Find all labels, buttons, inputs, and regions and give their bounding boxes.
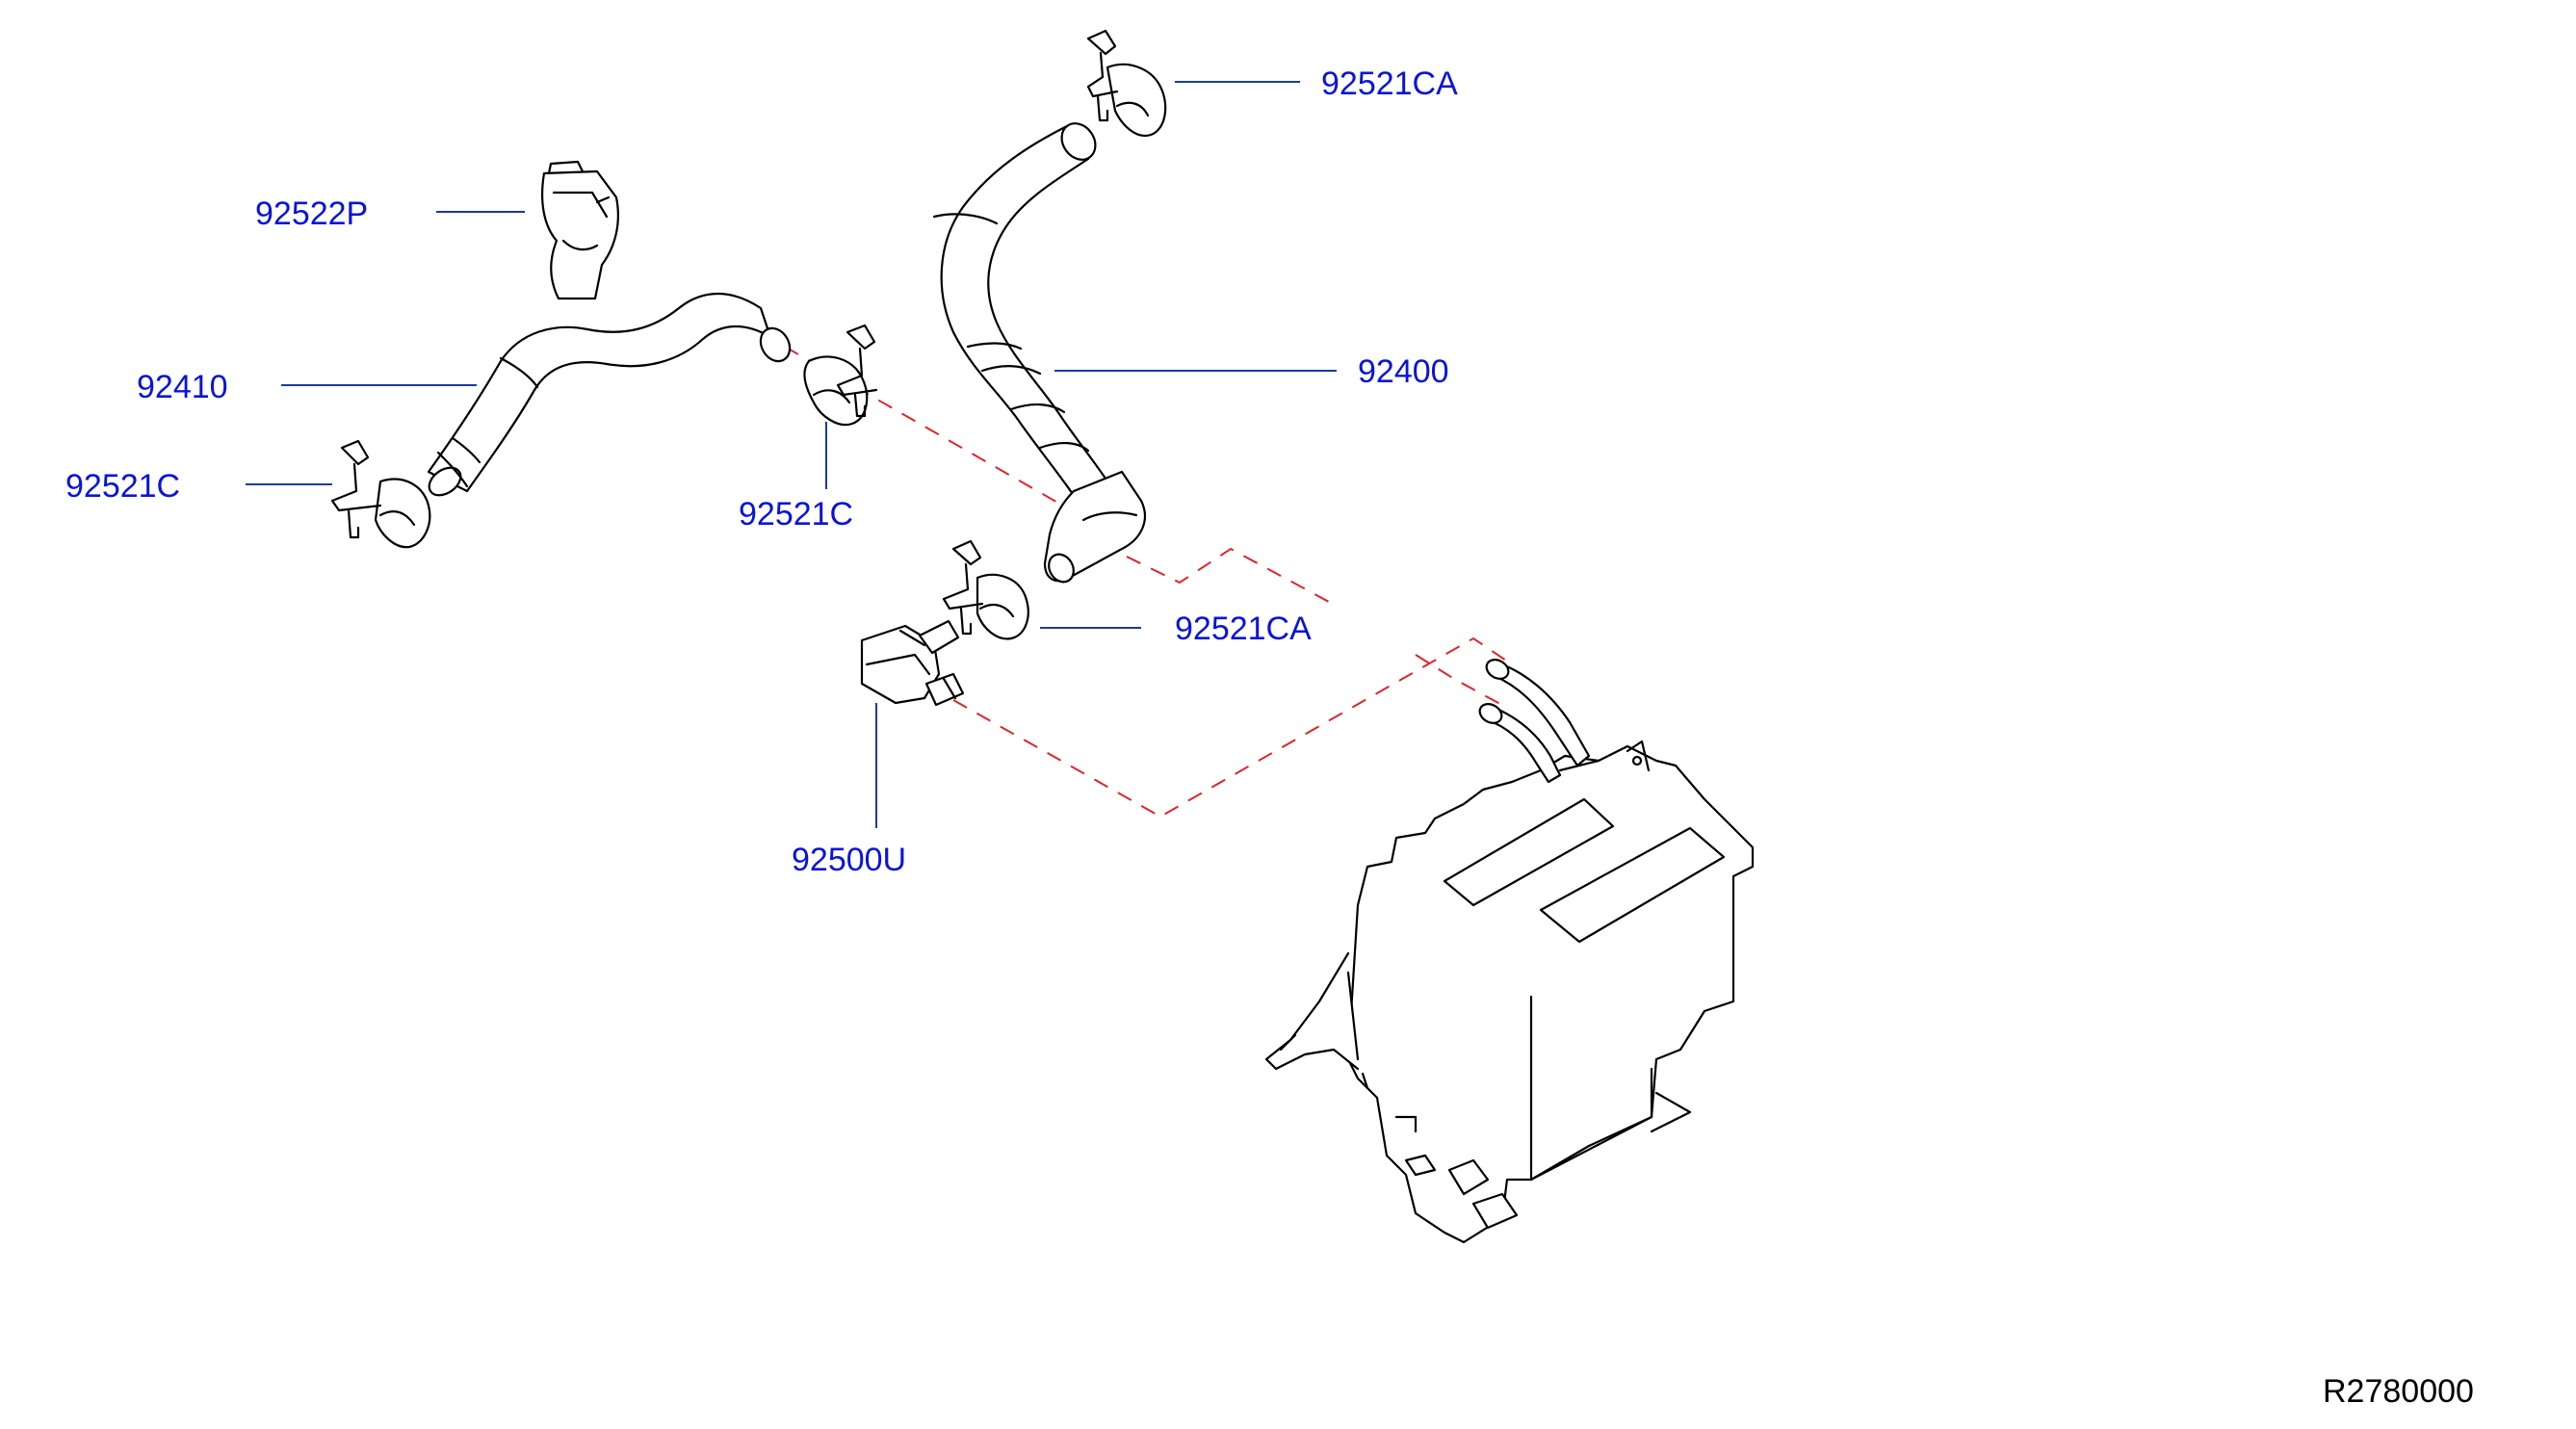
clip-top-right-part: [1086, 29, 1167, 138]
clip-left-part: [330, 439, 431, 549]
callout-hose-inlet: 92410: [137, 369, 228, 405]
dashed-connector-valve-b: [1415, 654, 1508, 709]
callout-clip-left: 92521C: [65, 468, 180, 505]
dashed-connector-valve: [952, 637, 1513, 818]
callout-hose-main: 92400: [1358, 353, 1449, 390]
callout-clip-middle: 92521C: [739, 496, 853, 533]
callout-valve: 92500U: [792, 842, 906, 878]
callout-clip-top-right: 92521CA: [1321, 65, 1458, 102]
main-hose-part: [932, 122, 1146, 584]
heater-unit-part: [1264, 659, 1755, 1244]
reference-code: R2780000: [2323, 1373, 2474, 1410]
clip-valve-part: [942, 539, 1029, 640]
inlet-hose-part: [427, 292, 792, 497]
clip-holder-part: [541, 160, 619, 300]
callout-clip-valve: 92521CA: [1175, 611, 1312, 647]
leader-lines: [246, 81, 1337, 828]
callout-labels: 92521CA 92522P 92400 92410 92521C 92521C…: [65, 65, 1458, 878]
valve-part: [860, 619, 965, 707]
dashed-connectors: [784, 346, 1513, 818]
dashed-connector-main: [1126, 547, 1330, 603]
clip-middle-part: [803, 324, 878, 427]
callout-clip-holder: 92522P: [255, 195, 368, 232]
